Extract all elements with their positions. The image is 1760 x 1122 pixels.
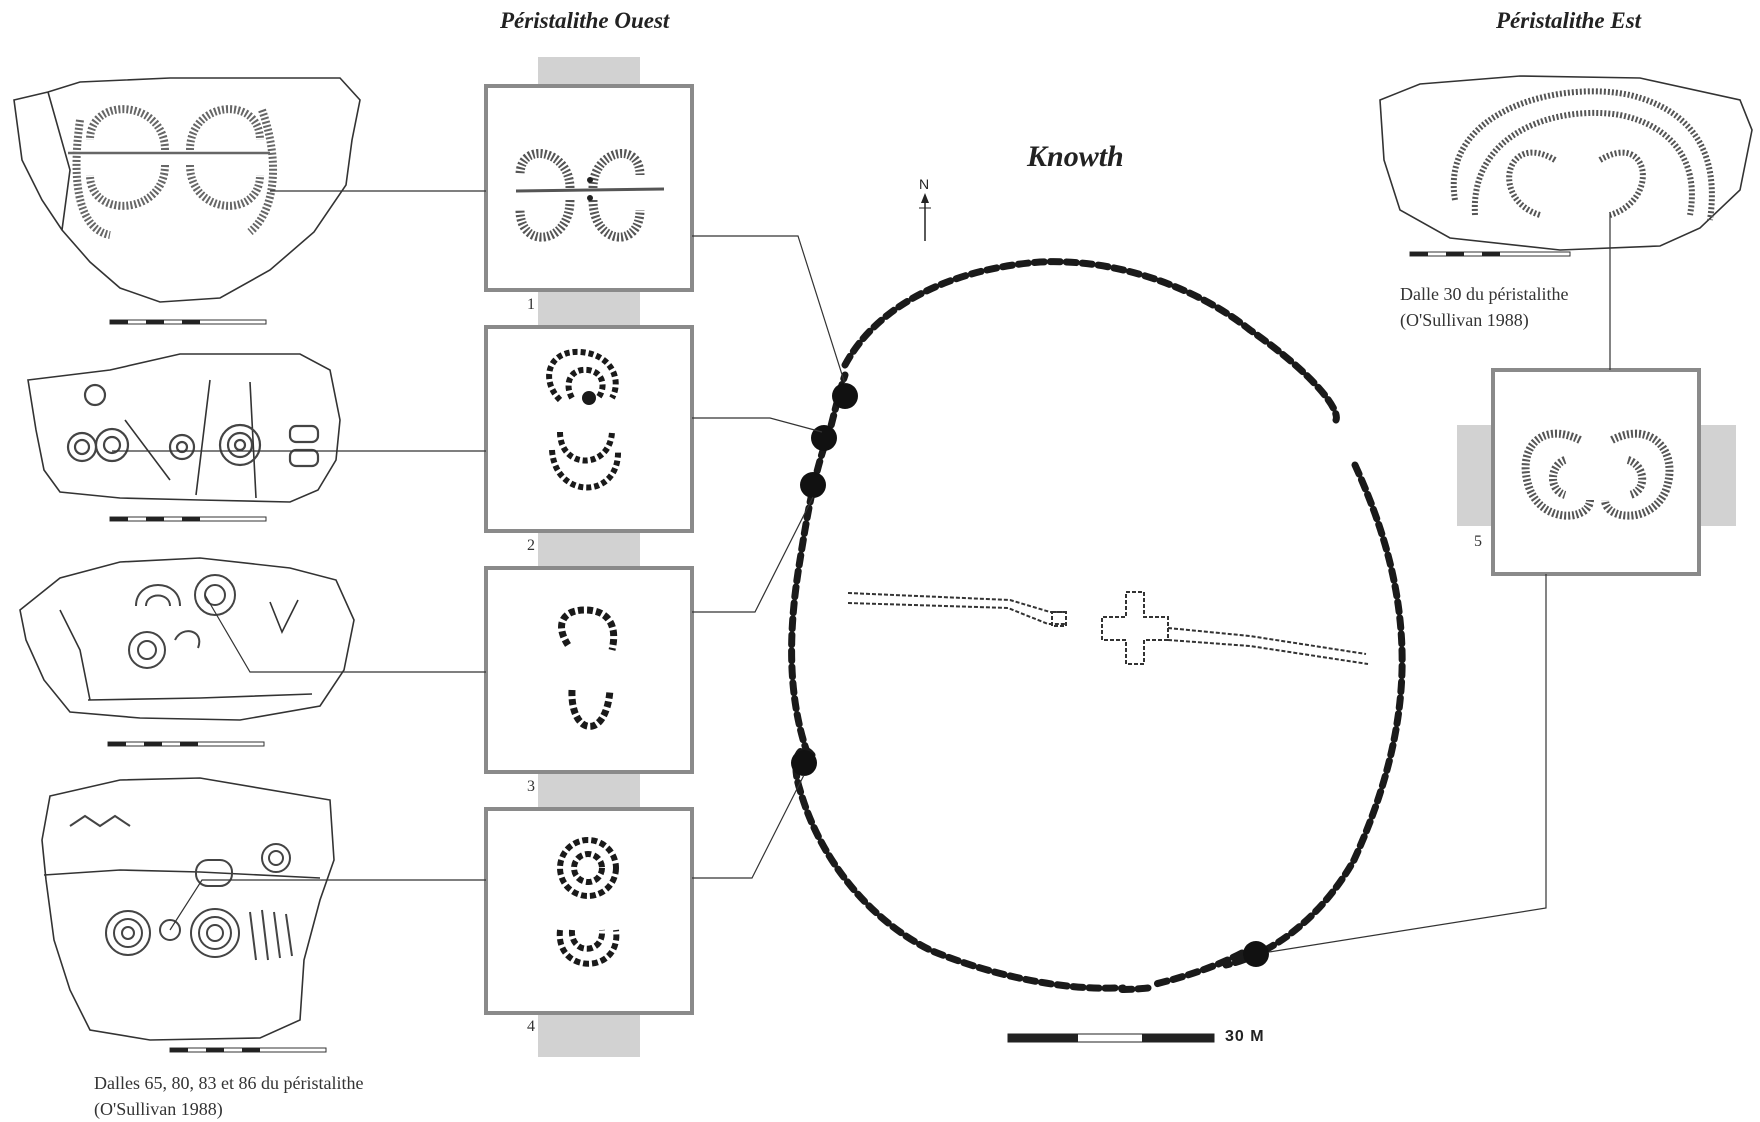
panel-5 bbox=[1491, 368, 1701, 576]
stone-4-motifs bbox=[69, 814, 293, 961]
north-arrow bbox=[919, 193, 931, 241]
stone-east-motifs bbox=[1450, 88, 1715, 221]
marker-stone-2 bbox=[811, 425, 837, 451]
stone-1-motif bbox=[72, 105, 278, 239]
stone-2-motifs bbox=[66, 383, 320, 468]
arcs-motif-3 bbox=[558, 606, 618, 730]
west-passage bbox=[847, 592, 1067, 627]
caption-east-line-1: Dalle 30 du péristalithe bbox=[1400, 284, 1569, 304]
scale-label: 30 M bbox=[1225, 1028, 1265, 1045]
stone-drawing-2 bbox=[27, 353, 341, 503]
panel-number-4: 4 bbox=[527, 1018, 535, 1035]
marker-stone-5 bbox=[1243, 941, 1269, 967]
panel-number-5: 5 bbox=[1474, 533, 1482, 550]
heading-east: Péristalithe Est bbox=[1496, 8, 1642, 33]
caption-east-line-2: (O'Sullivan 1988) bbox=[1400, 310, 1529, 330]
stone-drawing-4 bbox=[41, 777, 335, 1041]
panel-number-3: 3 bbox=[527, 778, 535, 795]
double-spiral-motif bbox=[1521, 429, 1674, 520]
motif-line bbox=[515, 187, 665, 193]
site-title: Knowth bbox=[1027, 140, 1124, 173]
concentric-motif-4 bbox=[556, 837, 620, 967]
stone-drawing-east bbox=[1379, 75, 1753, 251]
panel-number-1: 1 bbox=[527, 296, 535, 313]
east-passage bbox=[1101, 591, 1369, 665]
stone-drawing-3 bbox=[19, 557, 355, 721]
panel-3 bbox=[484, 566, 694, 774]
marker-stone-1 bbox=[832, 383, 858, 409]
panel-1 bbox=[484, 84, 694, 292]
stone-scale-bars bbox=[107, 251, 1571, 1053]
caption-west-line-2: (O'Sullivan 1988) bbox=[94, 1099, 223, 1119]
arcs-motif-2 bbox=[546, 348, 622, 491]
heading-west: Péristalithe Ouest bbox=[500, 8, 670, 33]
panel-number-2: 2 bbox=[527, 537, 535, 554]
stone-drawing-1 bbox=[13, 77, 361, 303]
caption-west: Dalles 65, 80, 83 et 86 du péristalithe … bbox=[94, 1070, 363, 1122]
marker-stone-3 bbox=[800, 472, 826, 498]
kerb-ring bbox=[788, 258, 1406, 993]
leader-lines bbox=[112, 190, 1611, 953]
main-scale-bar bbox=[1007, 1033, 1215, 1043]
panel-4 bbox=[484, 807, 694, 1015]
stone-markers bbox=[791, 383, 1269, 967]
marker-stone-4 bbox=[791, 750, 817, 776]
caption-east: Dalle 30 du péristalithe (O'Sullivan 198… bbox=[1400, 281, 1568, 333]
caption-west-line-1: Dalles 65, 80, 83 et 86 du péristalithe bbox=[94, 1073, 364, 1093]
four-arcs-motif bbox=[515, 148, 645, 242]
panel-2 bbox=[484, 325, 694, 533]
north-label: N bbox=[919, 176, 930, 192]
stone-3-motifs bbox=[128, 574, 236, 669]
